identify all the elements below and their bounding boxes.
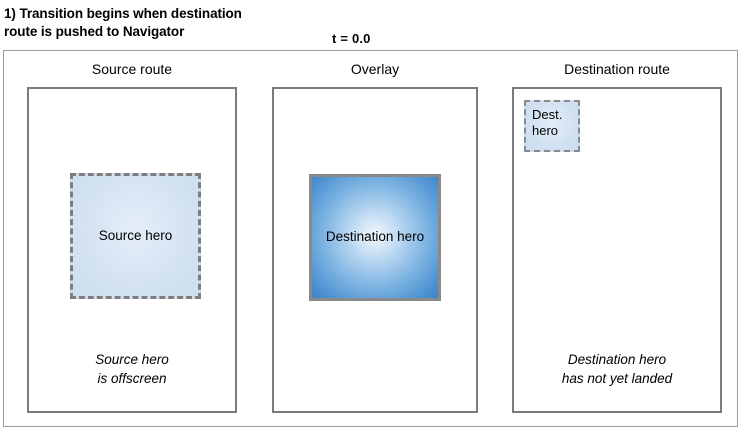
panel-note-destination-route: Destination hero has not yet landed bbox=[561, 352, 673, 386]
panel-note-source-route: Source hero is offscreen bbox=[95, 352, 169, 386]
step-title: 1) Transition begins when destination ro… bbox=[4, 6, 242, 39]
panel-box-destination-route: Dest. hero Destination hero has not yet … bbox=[512, 87, 722, 413]
destination-hero-box: Dest. hero bbox=[524, 100, 580, 152]
panel-caption-source-route: Source route bbox=[91, 61, 173, 77]
panel-box-overlay: Destination hero bbox=[272, 87, 478, 413]
panel-caption-destination-route: Destination route bbox=[564, 61, 670, 77]
panel-box-source-route: Source hero Source hero is offscreen bbox=[27, 87, 237, 413]
overlay-hero-box: Destination hero bbox=[309, 174, 441, 301]
time-label: t = 0.0 bbox=[332, 31, 371, 46]
source-hero-box: Source hero bbox=[70, 173, 201, 299]
panel-caption-overlay: Overlay bbox=[350, 61, 400, 77]
diagram-frame: Source route Source hero Source hero is … bbox=[3, 50, 738, 427]
